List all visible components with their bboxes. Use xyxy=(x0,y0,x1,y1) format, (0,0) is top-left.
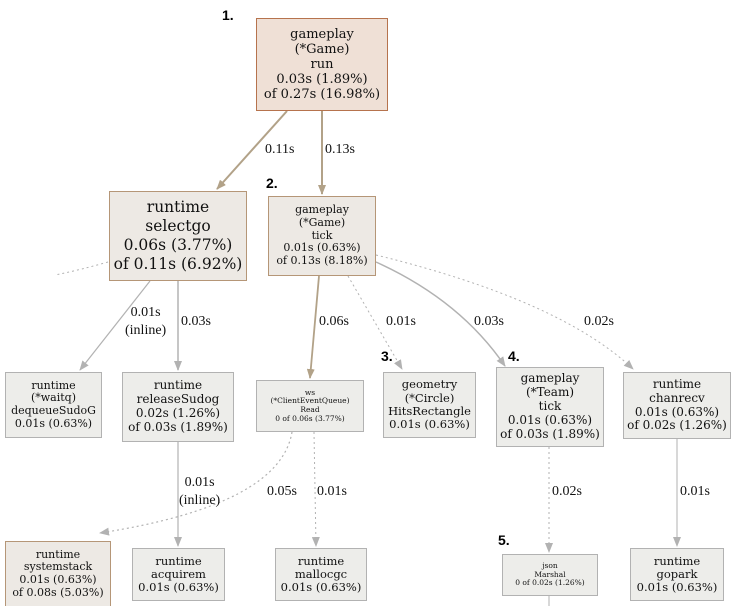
node-chanrecv[interactable]: runtime chanrecv 0.01s (0.63%) of 0.02s … xyxy=(623,372,731,439)
edge-label-tick-teamtick: 0.03s xyxy=(474,314,504,329)
node-pkg: gameplay xyxy=(295,203,349,217)
node-gopark[interactable]: runtime gopark 0.01s (0.63%) xyxy=(630,548,724,601)
node-pkg: runtime xyxy=(297,553,345,568)
node-systemstack[interactable]: runtime systemstack 0.01s (0.63%) of 0.0… xyxy=(5,541,111,606)
node-cum: 0 of 0.02s (1.26%) xyxy=(515,578,585,588)
node-receiver: (*Game) xyxy=(298,215,346,229)
node-cum: of 0.03s (1.89%) xyxy=(500,426,600,441)
node-pkg: gameplay xyxy=(290,26,354,42)
node-func: releaseSudog xyxy=(136,392,220,407)
node-flat: 0.06s (3.77%) xyxy=(123,236,233,254)
node-cum: of 0.27s (16.98%) xyxy=(263,87,381,103)
edge-label-chanrecv-gopark: 0.01s xyxy=(680,484,710,499)
node-func: chanrecv xyxy=(649,390,705,405)
node-func: selectgo xyxy=(145,217,211,236)
edge-label-tick-wsread: 0.06s xyxy=(319,314,349,329)
node-flat: 0.02s (1.26%) xyxy=(135,406,221,420)
node-pkg: gameplay xyxy=(520,371,580,386)
node-pkg: runtime xyxy=(653,553,701,568)
node-receiver: (*Team) xyxy=(525,385,575,400)
node-selectgo[interactable]: runtime selectgo 0.06s (3.77%) of 0.11s … xyxy=(109,191,247,281)
edge-label-selectgo-dequeue: 0.01s(inline) xyxy=(125,305,167,339)
node-func: gopark xyxy=(656,566,698,581)
node-dequeuesudog[interactable]: runtime (*waitq) dequeueSudoG 0.01s (0.6… xyxy=(5,372,102,438)
node-func: Read xyxy=(300,405,320,414)
edge-label-wsread-systemstack: 0.05s xyxy=(267,484,297,499)
node-func: tick xyxy=(538,399,562,414)
node-flat: 0.01s (0.63%) xyxy=(280,580,362,595)
edge-tick-teamtick xyxy=(375,261,506,367)
badge-1: 1. xyxy=(222,7,234,23)
node-game-tick[interactable]: gameplay (*Game) tick 0.01s (0.63%) of 0… xyxy=(268,196,376,276)
edge-selectgo-offscreen xyxy=(54,261,109,276)
node-flat: 0.03s (1.89%) xyxy=(276,72,368,88)
badge-4: 4. xyxy=(508,348,520,364)
node-pkg: runtime xyxy=(155,553,202,568)
node-flat: 0.01s (0.63%) xyxy=(634,404,720,419)
node-receiver: (*ClientEventQueue) xyxy=(270,396,350,406)
node-pkg: ws xyxy=(304,387,316,397)
node-flat: 0.01s (0.63%) xyxy=(19,573,97,586)
edge-tick-chanrecv xyxy=(375,254,634,370)
node-func: tick xyxy=(311,228,333,242)
node-mallocgc[interactable]: runtime mallocgc 0.01s (0.63%) xyxy=(275,548,367,601)
edge-wsread-mallocgc xyxy=(311,431,320,547)
node-receiver: (*waitq) xyxy=(30,391,77,405)
edge-label-release-acquirem: 0.01s(inline) xyxy=(179,475,221,509)
node-func: mallocgc xyxy=(294,566,348,581)
node-flat: 0.01s (0.63%) xyxy=(507,412,593,427)
edge-label-tick-chanrecv: 0.02s xyxy=(584,314,614,329)
edge-wsread-systemstack xyxy=(99,431,293,536)
node-pkg: json xyxy=(542,560,558,570)
node-acquirem[interactable]: runtime acquirem 0.01s (0.63%) xyxy=(132,548,225,601)
node-flat: 0.01s (0.63%) xyxy=(14,416,93,430)
edge-label-selectgo-release: 0.03s xyxy=(181,314,211,329)
node-flat: 0.01s (0.63%) xyxy=(138,580,219,595)
edge-label-run-selectgo: 0.11s xyxy=(265,142,295,157)
node-receiver: (*Circle) xyxy=(404,390,455,405)
node-pkg: geometry xyxy=(401,377,458,392)
node-game-run[interactable]: gameplay (*Game) run 0.03s (1.89%) of 0.… xyxy=(256,18,388,111)
node-ws-read[interactable]: ws (*ClientEventQueue) Read 0 of 0.06s (… xyxy=(256,380,364,432)
edge-run-selectgo xyxy=(216,110,288,190)
node-cum: 0 of 0.06s (3.77%) xyxy=(275,413,345,423)
edge-tick-wsread xyxy=(306,275,320,379)
node-cum: of 0.02s (1.26%) xyxy=(627,418,727,433)
node-cum: of 0.11s (6.92%) xyxy=(113,254,243,273)
node-flat: 0.01s (0.63%) xyxy=(283,241,361,255)
edge-label-run-tick: 0.13s xyxy=(325,142,355,157)
node-cum: of 0.13s (8.18%) xyxy=(276,254,368,268)
node-pkg: runtime xyxy=(153,378,203,393)
node-releasesudog[interactable]: runtime releaseSudog 0.02s (1.26%) of 0.… xyxy=(122,372,234,442)
node-cum: of 0.08s (5.03%) xyxy=(12,585,104,599)
node-receiver: (*Game) xyxy=(294,41,350,57)
edge-label-wsread-mallocgc: 0.01s xyxy=(317,484,347,499)
node-pkg: runtime xyxy=(35,547,81,561)
edge-label-teamtick-marshal: 0.02s xyxy=(552,484,582,499)
node-flat: 0.01s (0.63%) xyxy=(636,580,718,595)
node-cum: of 0.03s (1.89%) xyxy=(128,419,228,434)
node-json-marshal[interactable]: json Marshal 0 of 0.02s (1.26%) xyxy=(502,554,598,596)
badge-5: 5. xyxy=(498,532,510,548)
node-pkg: runtime xyxy=(146,198,210,217)
node-func: Marshal xyxy=(534,569,566,579)
badge-2: 2. xyxy=(266,175,278,191)
node-func: dequeueSudoG xyxy=(11,404,96,417)
node-func: run xyxy=(310,56,334,72)
node-pkg: runtime xyxy=(31,378,76,392)
badge-3: 3. xyxy=(381,348,393,364)
node-hitsrectangle[interactable]: geometry (*Circle) HitsRectangle 0.01s (… xyxy=(383,372,476,438)
edge-selectgo-dequeue xyxy=(79,280,151,371)
node-func: acquirem xyxy=(151,566,206,581)
node-team-tick[interactable]: gameplay (*Team) tick 0.01s (0.63%) of 0… xyxy=(496,367,604,447)
node-flat: 0.01s (0.63%) xyxy=(389,417,470,432)
node-func: systemstack xyxy=(23,560,93,574)
edge-label-tick-hitsrect: 0.01s xyxy=(386,314,416,329)
node-func: HitsRectangle xyxy=(388,404,471,418)
node-pkg: runtime xyxy=(652,376,702,391)
